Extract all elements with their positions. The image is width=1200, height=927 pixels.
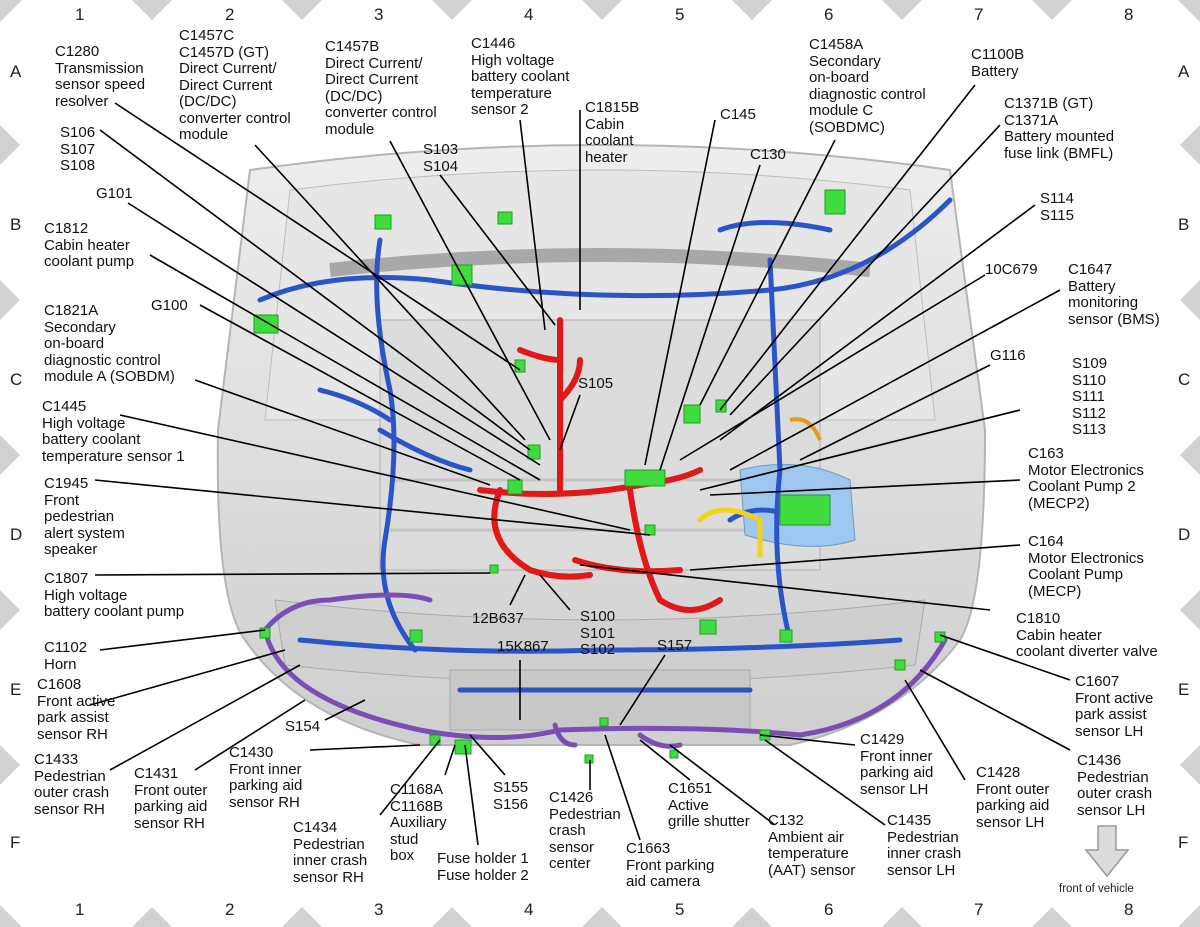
callout-c1945: C1945 Front pedestrian alert system spea… — [44, 475, 125, 558]
callout-c1457b: C1457B Direct Current/ Direct Current (D… — [325, 38, 437, 138]
callout-c1647: C1647 Battery monitoring sensor (BMS) — [1068, 261, 1160, 328]
callout-c1821a: C1821A Secondary on-board diagnostic con… — [44, 302, 175, 385]
grid-col-top-5: 5 — [675, 5, 685, 24]
grid-col-top-7: 7 — [974, 5, 984, 24]
grid-row-right-b: B — [1178, 215, 1190, 234]
callout-c1607: C1607 Front active park assist sensor LH — [1075, 673, 1154, 740]
callout-12b637: 12B637 — [472, 610, 524, 627]
leader-lines — [89, 84, 1071, 846]
callout-s154: S154 — [285, 718, 321, 735]
callout-c130: C130 — [750, 146, 786, 163]
callout-c1651: C1651 Active grille shutter — [668, 780, 750, 830]
callout-c1457c: C1457C C1457D (GT) Direct Current/ Direc… — [179, 27, 291, 143]
callout-c1168a: C1168A C1168B Auxiliary stud box — [390, 781, 447, 864]
callout-s103: S103 S104 — [423, 141, 459, 175]
callout-c1100b: C1100B Battery — [971, 46, 1025, 80]
grid-row-right-e: E — [1178, 680, 1190, 699]
callout-c1608: C1608 Front active park assist sensor RH — [37, 676, 116, 743]
callout-10c679: 10C679 — [985, 261, 1038, 278]
callout-s155: S155 S156 — [493, 779, 529, 813]
grid-row-left-a: A — [10, 62, 22, 81]
grid-row-right-a: A — [1178, 62, 1190, 81]
grid-col-bottom-6: 6 — [824, 900, 834, 919]
front-arrow-icon — [1084, 825, 1130, 878]
callout-c1102: C1102 Horn — [44, 639, 88, 673]
callout-c1371b: C1371B (GT) C1371A Battery mounted fuse … — [1004, 95, 1115, 162]
grid-col-bottom-7: 7 — [974, 900, 984, 919]
grid-col-bottom-5: 5 — [675, 900, 685, 919]
callout-c1815b: C1815B Cabin coolant heater — [585, 99, 640, 166]
callout-c1280: C1280 Transmission sensor speed resolver — [55, 43, 146, 110]
harness-orange — [789, 417, 822, 441]
grid-col-top-6: 6 — [824, 5, 834, 24]
callout-fuse-holder: Fuse holder 1 Fuse holder 2 — [437, 850, 529, 884]
callout-c1431: C1431 Front outer parking aid sensor RH — [134, 765, 208, 832]
callout-c164: C164 Motor Electronics Coolant Pump (MEC… — [1028, 533, 1144, 600]
grid-col-top-3: 3 — [374, 5, 384, 24]
grid-row-right-d: D — [1178, 525, 1191, 544]
harness-yellow — [697, 507, 763, 558]
callout-c1446: C1446 High voltage battery coolant tempe… — [471, 35, 570, 118]
callout-g101: G101 — [96, 185, 133, 202]
callout-s109: S109 S110 S111 S112 S113 — [1072, 355, 1108, 438]
callout-c1433: C1433 Pedestrian outer crash sensor RH — [34, 751, 110, 818]
callout-c1436: C1436 Pedestrian outer crash sensor LH — [1077, 752, 1153, 819]
callout-c1434: C1434 Pedestrian inner crash sensor RH — [293, 819, 368, 886]
grid-row-left-c: C — [10, 370, 23, 389]
grid-row-left-b: B — [10, 215, 22, 234]
callout-c1445: C1445 High voltage battery coolant tempe… — [42, 398, 185, 465]
front-of-vehicle-label: front of vehicle — [1059, 883, 1134, 895]
grid-row-right-c: C — [1178, 370, 1191, 389]
grid-row-left-d: D — [10, 525, 23, 544]
grid-row-left-e: E — [10, 680, 22, 699]
grid-col-top-8: 8 — [1124, 5, 1134, 24]
callout-s157: S157 — [657, 637, 693, 654]
callout-s105: S105 — [578, 375, 614, 392]
callout-c1435: C1435 Pedestrian inner crash sensor LH — [887, 812, 962, 879]
callout-c1812: C1812 Cabin heater coolant pump — [44, 220, 135, 270]
grid-col-bottom-2: 2 — [225, 900, 235, 919]
callout-c1428: C1428 Front outer parking aid sensor LH — [976, 764, 1050, 831]
callout-15k867: 15K867 — [497, 638, 549, 655]
callout-c1426: C1426 Pedestrian crash sensor center — [549, 789, 621, 872]
grid-row-right-f: F — [1178, 833, 1189, 852]
harness-purple — [262, 592, 948, 749]
grid-col-bottom-4: 4 — [524, 900, 534, 919]
grid-col-bottom-8: 8 — [1124, 900, 1134, 919]
callout-c1810: C1810 Cabin heater coolant diverter valv… — [1016, 610, 1158, 660]
callout-c145: C145 — [720, 106, 756, 123]
callout-c1458a: C1458A Secondary on-board diagnostic con… — [809, 36, 926, 136]
callout-s106: S106 S107 S108 — [60, 124, 96, 174]
grid-col-top-1: 1 — [75, 5, 85, 24]
callout-c1807: C1807 High voltage battery coolant pump — [44, 570, 185, 620]
grid-col-bottom-3: 3 — [374, 900, 384, 919]
callout-c1663: C1663 Front parking aid camera — [626, 840, 715, 890]
grid-row-left-f: F — [10, 833, 21, 852]
callout-s100: S100 S101 S102 — [580, 608, 616, 658]
callout-c163: C163 Motor Electronics Coolant Pump 2 (M… — [1028, 445, 1144, 512]
grid-col-top-4: 4 — [524, 5, 534, 24]
grid-col-bottom-1: 1 — [75, 900, 85, 919]
grid-col-top-2: 2 — [225, 5, 235, 24]
callout-g116: G116 — [990, 347, 1026, 364]
callout-c132: C132 Ambient air temperature (AAT) senso… — [768, 812, 856, 879]
callout-g100: G100 — [151, 297, 188, 314]
callout-s114: S114 S115 — [1040, 190, 1074, 224]
callout-c1430: C1430 Front inner parking aid sensor RH — [229, 744, 303, 811]
callout-c1429: C1429 Front inner parking aid sensor LH — [860, 731, 934, 798]
